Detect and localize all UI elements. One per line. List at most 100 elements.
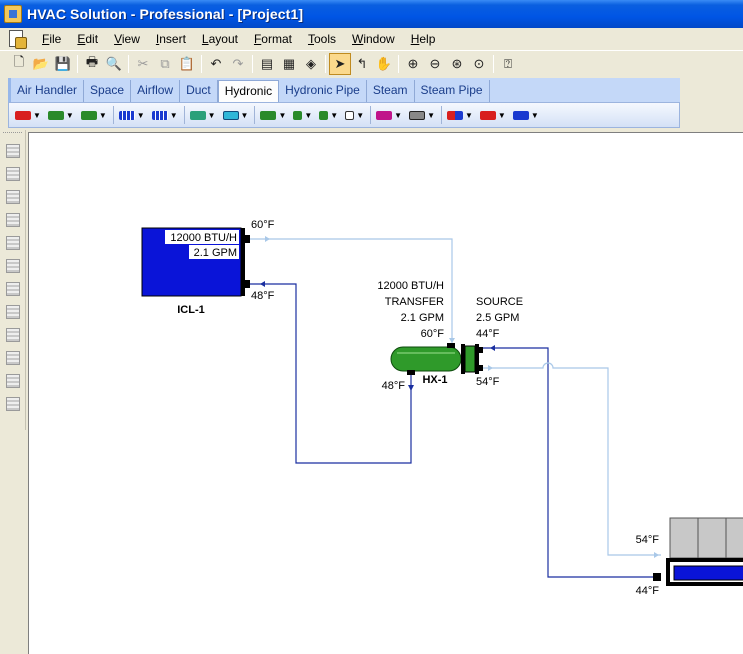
menu-format[interactable]: Format bbox=[253, 32, 292, 46]
drawing-canvas[interactable]: 12000 BTU/H 2.1 GPM 60°F 48°F ICL-1 1200… bbox=[28, 132, 743, 654]
dropdown-arrow-icon[interactable]: ▼ bbox=[136, 110, 145, 120]
cut-icon[interactable]: ✂ bbox=[137, 55, 149, 71]
calculator-icon[interactable]: ▦ bbox=[282, 55, 296, 71]
expansion-tool-button[interactable]: ▼ bbox=[345, 110, 365, 120]
distribute-vertical-icon[interactable] bbox=[6, 305, 20, 319]
strainer-tool-button[interactable]: ▼ bbox=[293, 110, 313, 120]
menu-layout[interactable]: Layout bbox=[201, 32, 238, 46]
hx-1-outlet-nozzle[interactable] bbox=[407, 370, 415, 375]
tab-steam-pipe[interactable]: Steam Pipe bbox=[415, 80, 490, 102]
hx-1-head[interactable] bbox=[464, 345, 476, 373]
hx-1-shell[interactable] bbox=[390, 346, 462, 372]
unit-tool-button[interactable]: ▼ bbox=[409, 110, 435, 120]
save-icon[interactable]: 💾 bbox=[54, 55, 72, 71]
cold-source-tool-button[interactable]: ▼ bbox=[512, 110, 539, 120]
tab-duct[interactable]: Duct bbox=[180, 80, 218, 102]
valve-tool-button[interactable]: ▼ bbox=[80, 110, 107, 120]
same-height-icon[interactable] bbox=[6, 374, 20, 388]
dropdown-arrow-icon[interactable]: ▼ bbox=[330, 110, 339, 120]
radiator-tool-button[interactable]: ▼ bbox=[151, 110, 178, 120]
tab-air-handler[interactable]: Air Handler bbox=[11, 80, 85, 102]
chiller-supply-port[interactable] bbox=[653, 573, 661, 581]
cooling-tower-tool-button[interactable]: ▼ bbox=[189, 110, 216, 120]
align-bottom-icon[interactable] bbox=[6, 259, 20, 273]
align-center-icon[interactable] bbox=[6, 167, 20, 181]
menu-file[interactable]: File bbox=[42, 32, 62, 46]
return-pipe-hx-to-icl[interactable] bbox=[250, 283, 412, 464]
boiler-tool-button[interactable]: ▼ bbox=[15, 110, 41, 120]
hot-source-tool-button[interactable]: ▼ bbox=[479, 110, 506, 120]
dropdown-arrow-icon[interactable]: ▼ bbox=[207, 110, 216, 120]
connect-pipe-icon[interactable]: ↰ bbox=[356, 55, 368, 71]
icl-1-inlet-port[interactable] bbox=[245, 280, 250, 288]
align-right-icon[interactable] bbox=[6, 190, 20, 204]
dropdown-arrow-icon[interactable]: ▼ bbox=[464, 110, 473, 120]
dropdown-arrow-icon[interactable]: ▼ bbox=[356, 110, 365, 120]
hx-1-source-in-port[interactable] bbox=[479, 347, 483, 353]
dropdown-arrow-icon[interactable]: ▼ bbox=[240, 110, 249, 120]
tank-tool-button[interactable]: ▼ bbox=[222, 110, 249, 120]
tab-space[interactable]: Space bbox=[84, 80, 132, 102]
check-valve-tool-button[interactable]: ▼ bbox=[319, 110, 339, 120]
menu-tools[interactable]: Tools bbox=[307, 32, 336, 46]
open-folder-icon[interactable]: 📂 bbox=[32, 55, 50, 71]
tab-hydronic[interactable]: Hydronic bbox=[217, 80, 280, 102]
dropdown-arrow-icon[interactable]: ▼ bbox=[304, 110, 313, 120]
zoom-in-icon[interactable]: ⊕ bbox=[407, 55, 419, 71]
menu-edit[interactable]: Edit bbox=[77, 32, 99, 46]
menu-window[interactable]: Window bbox=[352, 32, 395, 46]
properties-icon[interactable]: ▤ bbox=[260, 55, 274, 71]
menu-view[interactable]: View bbox=[114, 32, 140, 46]
source-supply-pipe[interactable] bbox=[483, 347, 653, 578]
dropdown-arrow-icon[interactable]: ▼ bbox=[497, 110, 506, 120]
title-bar[interactable]: HVAC Solution - Professional - [Project1… bbox=[0, 0, 743, 28]
distribute-horizontal-icon[interactable] bbox=[6, 282, 20, 296]
zoom-window-icon[interactable]: ⊙ bbox=[473, 55, 485, 71]
align-middle-icon[interactable] bbox=[6, 236, 20, 250]
paint-bucket-icon[interactable]: ◈ bbox=[306, 55, 316, 71]
paste-icon[interactable]: 📋 bbox=[178, 55, 196, 71]
print-preview-icon[interactable]: 🔍 bbox=[105, 55, 123, 71]
tab-steam[interactable]: Steam bbox=[367, 80, 415, 102]
heater-tool-button[interactable]: ▼ bbox=[446, 110, 473, 120]
dropdown-arrow-icon[interactable]: ▼ bbox=[427, 110, 435, 120]
tab-hydronic-pipe[interactable]: Hydronic Pipe bbox=[279, 80, 367, 102]
dropdown-arrow-icon[interactable]: ▼ bbox=[169, 110, 178, 120]
hx-1-source-out-port[interactable] bbox=[479, 365, 483, 371]
palette-grip[interactable] bbox=[3, 132, 22, 137]
same-width-icon[interactable] bbox=[6, 351, 20, 365]
coil-tool-button[interactable]: ▼ bbox=[118, 110, 145, 120]
print-icon[interactable]: 🖶 bbox=[85, 53, 99, 69]
dropdown-arrow-icon[interactable]: ▼ bbox=[530, 110, 539, 120]
icl-1-outlet-port[interactable] bbox=[245, 235, 250, 243]
document-icon[interactable] bbox=[6, 29, 28, 49]
chiller-unit[interactable] bbox=[653, 517, 743, 586]
center-page-icon[interactable] bbox=[6, 397, 20, 411]
menu-insert[interactable]: Insert bbox=[155, 32, 186, 46]
source-return-pipe[interactable] bbox=[483, 362, 661, 556]
zoom-fit-icon[interactable]: ⊛ bbox=[451, 55, 463, 71]
same-size-icon[interactable] bbox=[6, 328, 20, 342]
app-icon[interactable] bbox=[4, 5, 22, 23]
align-top-icon[interactable] bbox=[6, 213, 20, 227]
dropdown-arrow-icon[interactable]: ▼ bbox=[33, 110, 41, 120]
dropdown-arrow-icon[interactable]: ▼ bbox=[278, 110, 287, 120]
dropdown-arrow-icon[interactable]: ▼ bbox=[98, 110, 107, 120]
chiller-tool-button[interactable]: ▼ bbox=[376, 110, 403, 120]
pump-tool-button[interactable]: ▼ bbox=[47, 110, 74, 120]
dropdown-arrow-icon[interactable]: ▼ bbox=[394, 110, 403, 120]
dropdown-arrow-icon[interactable]: ▼ bbox=[65, 110, 74, 120]
hx-1-inlet-nozzle[interactable] bbox=[447, 343, 455, 348]
zoom-out-icon[interactable]: ⊖ bbox=[429, 55, 441, 71]
tab-airflow[interactable]: Airflow bbox=[131, 80, 181, 102]
supply-pipe-icl-to-hx[interactable] bbox=[250, 238, 453, 344]
align-left-icon[interactable] bbox=[6, 144, 20, 158]
pan-hand-icon[interactable]: ✋ bbox=[375, 55, 393, 71]
copy-icon[interactable]: ⧉ bbox=[160, 55, 170, 71]
select-arrow-icon[interactable]: ➤ bbox=[329, 52, 351, 75]
fitting-tool-button[interactable]: ▼ bbox=[260, 110, 287, 120]
undo-icon[interactable]: ↶ bbox=[210, 55, 222, 71]
context-help-icon[interactable]: ⍰ bbox=[504, 55, 512, 71]
menu-help[interactable]: Help bbox=[410, 32, 436, 46]
redo-icon[interactable]: ↷ bbox=[232, 55, 244, 71]
